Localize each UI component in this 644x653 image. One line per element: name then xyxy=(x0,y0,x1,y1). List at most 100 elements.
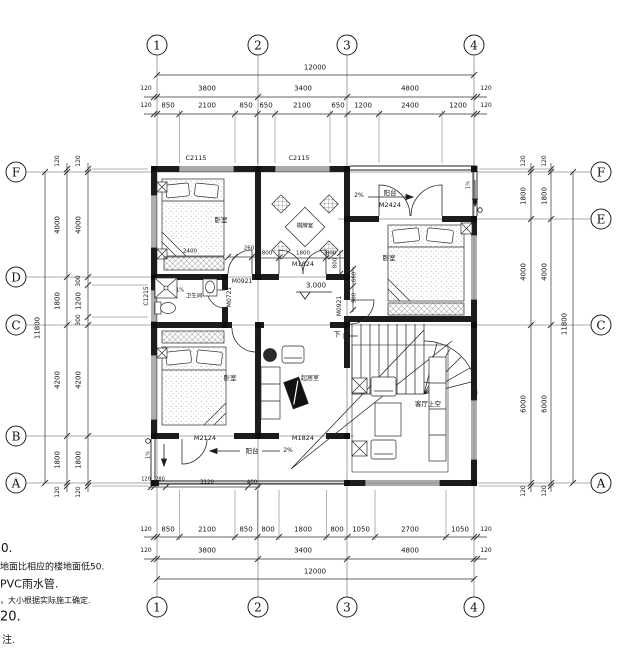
window-code-c2115-b: C2115 xyxy=(288,153,310,162)
dimension-and-grid-lines xyxy=(27,56,590,612)
grid-row-E-right: E xyxy=(590,208,612,230)
dim-int-260: 260 xyxy=(243,245,255,252)
slope-top-2pct: 2% xyxy=(354,192,364,199)
dim-top-det-850b: 850 xyxy=(239,101,253,110)
dim-top-det-120l: 120 xyxy=(140,102,152,109)
dim-right-c2-6000: 6000 xyxy=(540,395,549,413)
dim-bot-det-2100: 2100 xyxy=(198,525,216,534)
dim-right-c1-6000: 6000 xyxy=(519,395,528,413)
note-line-3: ，大小根据实际施工确定. xyxy=(0,596,91,605)
grid-col-2-top: 2 xyxy=(247,34,269,56)
dim-left-overall: 11800 xyxy=(33,316,42,340)
dim-bot-det-800a: 800 xyxy=(261,525,275,534)
dim-left-det-120b: 120 xyxy=(75,486,82,498)
dim-left-det-1800: 1800 xyxy=(74,451,83,469)
slope-arrows xyxy=(160,180,479,468)
furniture xyxy=(154,178,473,473)
dim-bot-det-850a: 850 xyxy=(161,525,175,534)
window-code-c1215: C1215 xyxy=(143,286,150,306)
dim-left-det-120t: 120 xyxy=(75,155,82,167)
dim-top-det-2400: 2400 xyxy=(401,101,419,110)
dim-top-det-650b: 650 xyxy=(331,101,345,110)
dim-int-2400: 2400 xyxy=(183,248,197,255)
note-line-1: 地面比相应的楼地面低50. xyxy=(0,562,105,573)
grid-col-3-top: 3 xyxy=(336,34,358,56)
dim-right-c2-120b: 120 xyxy=(541,485,548,497)
level-mark-symbol xyxy=(145,207,483,444)
dim-right-c1-120t: 120 xyxy=(520,155,527,167)
dim-top-det-850a: 850 xyxy=(161,101,175,110)
door-code-m2424: M2424 xyxy=(378,200,402,209)
dim-top-grp-120r: 120 xyxy=(480,85,492,92)
dim-top-det-1200b: 1200 xyxy=(449,101,467,110)
bed-topleft xyxy=(161,178,225,257)
column-posts xyxy=(151,166,477,486)
dim-bot-det-800b: 800 xyxy=(330,525,344,534)
room-bedroom-right: 卧室 xyxy=(382,253,396,262)
door-code-m1824-top: M1824 xyxy=(291,259,315,268)
dim-bot-det-1050b: 1050 xyxy=(451,525,469,534)
dim-int-660: 660 xyxy=(351,271,358,283)
dim-bot-det-1800: 1800 xyxy=(294,525,312,534)
chess-table-set xyxy=(271,194,339,260)
room-chess: 棋牌室 xyxy=(296,223,314,230)
level-mark-value: 3.000 xyxy=(305,281,327,290)
dim-balc-280: 280 xyxy=(155,476,165,483)
grid-row-A-right: A xyxy=(590,472,612,494)
toilet xyxy=(154,301,176,315)
grid-col-1-bottom: 1 xyxy=(146,596,168,618)
stair-down-label: 下 xyxy=(333,330,341,339)
room-bedroom-2: 卧室 xyxy=(223,373,237,382)
grid-col-1-top: 1 xyxy=(146,34,168,56)
dim-int-1800: 1800 xyxy=(296,250,310,257)
dim-right-c2-120t: 120 xyxy=(541,155,548,167)
dim-int-800a: 800 xyxy=(261,250,273,257)
door-code-m0921-a: M0921 xyxy=(231,278,253,285)
dim-left-det-4200: 4200 xyxy=(74,371,83,389)
dim-top-overall: 12000 xyxy=(303,63,327,72)
dim-top-grp-3800: 3800 xyxy=(198,84,216,93)
grid-col-4-top: 4 xyxy=(463,34,485,56)
dim-bot-grp-3400: 3400 xyxy=(294,546,312,555)
tv xyxy=(283,376,309,410)
slope-bottom-2pct: 2% xyxy=(283,447,293,454)
dim-right-c2-1800: 1800 xyxy=(540,187,549,205)
washbasin xyxy=(202,278,218,297)
dim-top-grp-3400: 3400 xyxy=(294,84,312,93)
door-code-m0721: M0721 xyxy=(226,286,233,308)
door-code-m2124: M2124 xyxy=(193,433,217,442)
dim-bot-det-120l: 120 xyxy=(140,526,152,533)
shower xyxy=(154,277,178,299)
door-code-m1824-bot: M1824 xyxy=(291,433,315,442)
room-living: 起居室 xyxy=(300,375,320,382)
living-furniture xyxy=(260,345,309,420)
bed-right xyxy=(387,224,465,302)
door-code-m0921-c: M0921 xyxy=(336,295,343,317)
window-code-c2115-a: C2115 xyxy=(185,153,207,162)
dim-balc-3120: 3120 xyxy=(200,479,214,486)
dim-bot-grp-4800: 4800 xyxy=(401,546,419,555)
bed-bottomleft xyxy=(161,346,227,426)
dim-balc-120: 120 xyxy=(141,476,151,483)
room-balcony-bottom: 阳台 xyxy=(245,446,259,455)
dim-left-det-4000: 4000 xyxy=(74,216,83,234)
grid-col-3-bottom: 3 xyxy=(336,596,358,618)
drain-icon xyxy=(145,438,151,444)
dim-left-det-300a: 300 xyxy=(75,275,82,287)
dim-bot-grp-120r: 120 xyxy=(480,547,492,554)
dim-top-det-650a: 650 xyxy=(259,101,273,110)
window-symbols xyxy=(151,166,477,486)
dim-balc-400: 400 xyxy=(246,479,258,486)
dim-left-grp-1800a: 1800 xyxy=(53,292,62,310)
balcony-railings xyxy=(150,165,478,486)
dim-right-c1-120b: 120 xyxy=(520,485,527,497)
dim-int-900: 900 xyxy=(351,292,358,304)
room-bedroom-1: 卧室 xyxy=(214,215,228,224)
grid-row-B-left: B xyxy=(5,425,27,447)
slope-right-1pct: 1% xyxy=(465,181,472,189)
dim-int-800b: 800 xyxy=(325,250,337,257)
dim-left-det-300b: 300 xyxy=(75,314,82,326)
note-line-4: 20. xyxy=(0,609,21,625)
dim-top-det-120r: 120 xyxy=(480,102,492,109)
